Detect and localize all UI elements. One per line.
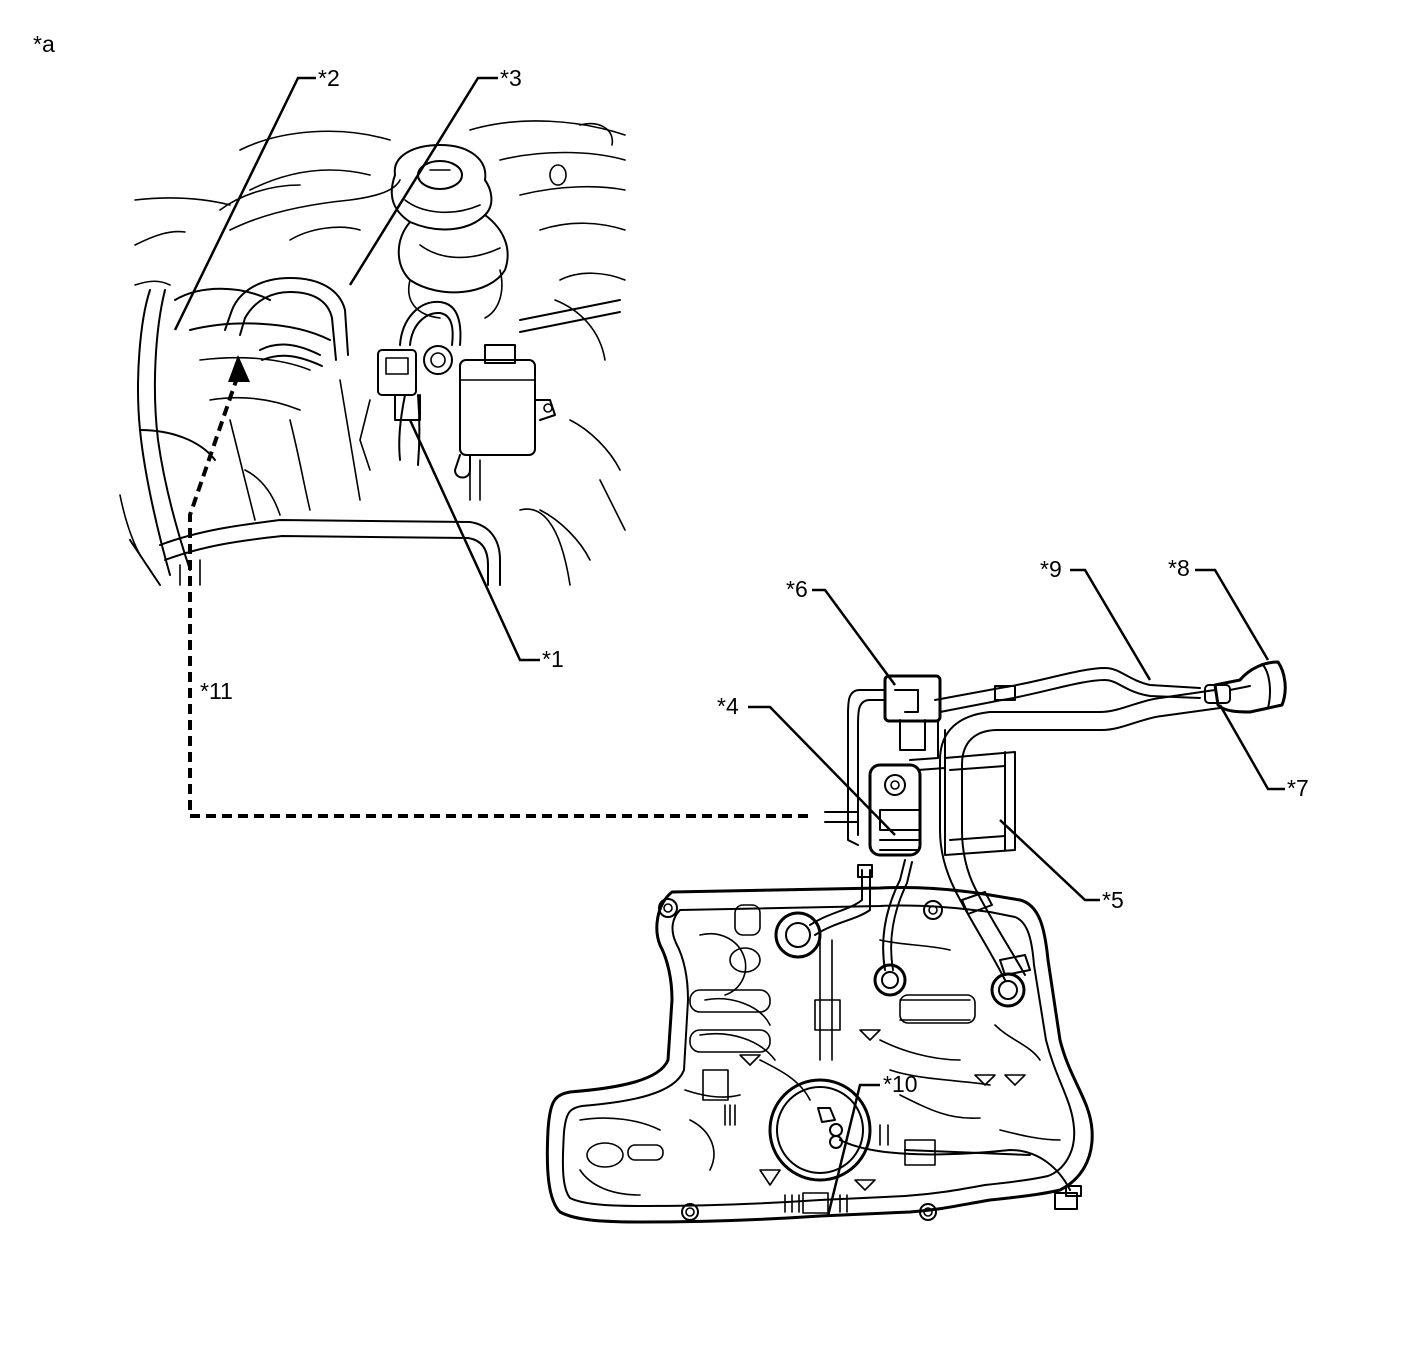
callout-8: *8 [1168, 555, 1190, 581]
callout-2: *2 [318, 65, 340, 91]
charcoal-canister [824, 674, 946, 857]
callout-3: *3 [500, 65, 522, 91]
leader-lines [173, 76, 1285, 1217]
callout-11: *11 [200, 678, 233, 704]
leader-1 [408, 419, 540, 662]
leader-2 [173, 76, 316, 331]
callout-6: *6 [786, 576, 808, 602]
fuel-tank-inlet-pipe [939, 689, 1221, 981]
leader-4 [748, 705, 896, 836]
callout-1: *1 [542, 646, 564, 672]
leader-8 [1195, 568, 1270, 661]
dashed-connection [188, 355, 808, 818]
view-label: *a [33, 31, 55, 57]
relay-box [454, 344, 556, 501]
leader-6 [812, 588, 897, 686]
fuel-pump-opening [768, 1078, 872, 1182]
fuel-tank-view [545, 660, 1287, 1224]
callout-4: *4 [717, 693, 739, 719]
callout-7: *7 [1287, 775, 1309, 801]
frame-rail [159, 299, 626, 586]
fuel-tank [545, 885, 1094, 1224]
air-cleaner-cap [390, 144, 509, 319]
canister-filter [944, 751, 1016, 856]
engine-compartment-view [119, 120, 626, 586]
breather-pipe [934, 667, 1201, 713]
vacuum-hose [224, 277, 349, 367]
leader-7 [1218, 704, 1285, 791]
leader-10 [826, 1083, 880, 1217]
callout-9: *9 [1040, 556, 1062, 582]
callout-10: *10 [883, 1071, 918, 1097]
fuel-tank-cap [1204, 660, 1287, 714]
leader-5 [999, 819, 1100, 902]
leader-3 [348, 76, 498, 286]
purge-vsv-assembly [359, 345, 453, 471]
callout-5: *5 [1102, 887, 1124, 913]
arrow-head [228, 355, 250, 382]
leader-9 [1070, 568, 1152, 681]
